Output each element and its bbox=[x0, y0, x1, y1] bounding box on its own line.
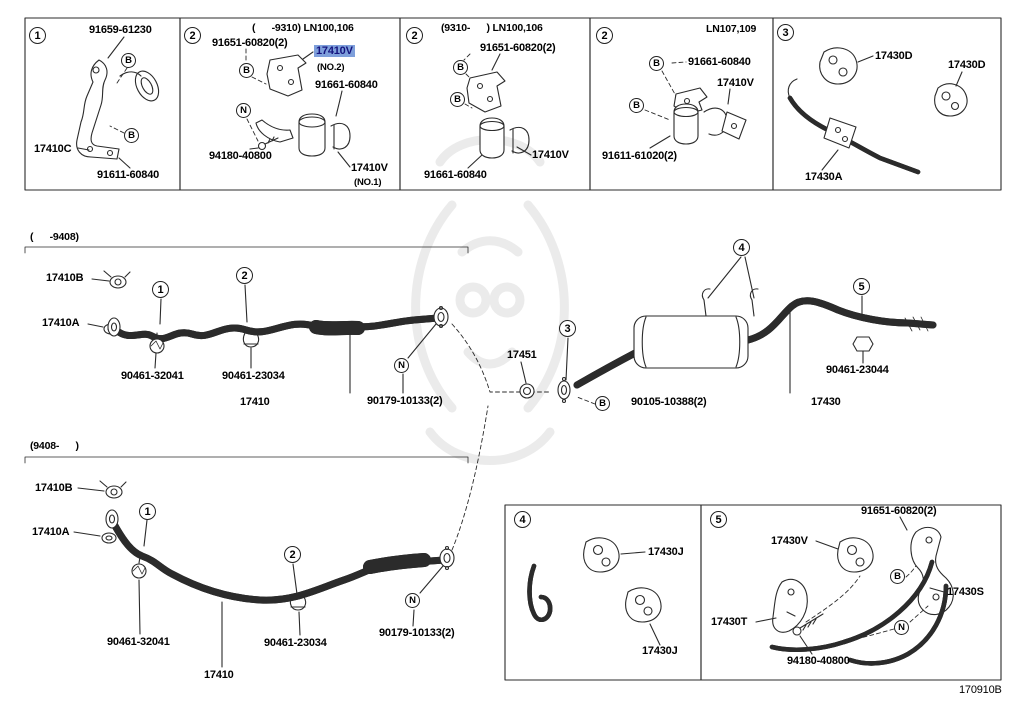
part-number-label[interactable]: 17430V bbox=[771, 535, 808, 547]
model-range-header: ( -9310) LN100,106 bbox=[252, 22, 354, 34]
section-marker-4: 4 bbox=[733, 239, 750, 256]
callout-b-icon: B bbox=[595, 396, 610, 411]
part-number-label[interactable]: 90105-10388(2) bbox=[631, 396, 707, 408]
part-number-label[interactable]: 17430D bbox=[948, 59, 986, 71]
section-marker-1: 1 bbox=[152, 281, 169, 298]
part-number-label[interactable]: 17410V bbox=[532, 149, 569, 161]
section-marker-5: 5 bbox=[710, 511, 727, 528]
section-marker-3: 3 bbox=[559, 320, 576, 337]
part-number-label[interactable]: 17430J bbox=[648, 546, 684, 558]
part-number-label[interactable]: 17430S bbox=[947, 586, 984, 598]
part-number-label[interactable]: 90461-23044 bbox=[826, 364, 889, 376]
callout-b-icon: B bbox=[629, 98, 644, 113]
part-number-label[interactable]: 17430D bbox=[875, 50, 913, 62]
callout-b-icon: B bbox=[890, 569, 905, 584]
panel3-clamp-drawing bbox=[463, 53, 532, 169]
callout-b-icon: B bbox=[450, 92, 465, 107]
part-number-label[interactable]: 91651-60820(2) bbox=[480, 42, 556, 54]
panel5-hanger-drawing bbox=[787, 47, 968, 175]
section-marker-3: 3 bbox=[777, 24, 794, 41]
part-number-label[interactable]: 17410B bbox=[46, 272, 84, 284]
date-range-label: (9408- ) bbox=[30, 440, 79, 452]
panel-borders bbox=[24, 17, 1002, 681]
bottom-exhaust-drawing bbox=[24, 405, 489, 668]
callout-n-icon: N bbox=[236, 103, 251, 118]
callout-n-icon: N bbox=[894, 620, 909, 635]
part-number-label[interactable]: 90461-23034 bbox=[222, 370, 285, 382]
part-number-label[interactable]: 90461-32041 bbox=[107, 636, 170, 648]
part-number-label[interactable]: 17410V bbox=[717, 77, 754, 89]
part-number-label[interactable]: 91611-60840 bbox=[97, 169, 160, 181]
callout-b-icon: B bbox=[239, 63, 254, 78]
part-number-label[interactable]: 17410A bbox=[32, 526, 70, 538]
part-number-label[interactable]: 17430J bbox=[642, 645, 678, 657]
diagram-code: 170910B bbox=[959, 684, 1002, 696]
section-marker-2: 2 bbox=[236, 267, 253, 284]
section-marker-4: 4 bbox=[514, 511, 531, 528]
part-number-label[interactable]: 94180-40800 bbox=[209, 150, 272, 162]
section-marker-2: 2 bbox=[596, 27, 613, 44]
part-number-label[interactable]: 91661-60840 bbox=[688, 56, 751, 68]
section-marker-5: 5 bbox=[853, 278, 870, 295]
part-number-label[interactable]: 17410V bbox=[351, 162, 388, 174]
callout-b-icon: B bbox=[453, 60, 468, 75]
callout-b-icon: B bbox=[121, 53, 136, 68]
panel1-bracket-drawing bbox=[76, 36, 160, 169]
callout-b-icon: B bbox=[124, 128, 139, 143]
part-number-label[interactable]: 90461-32041 bbox=[121, 370, 184, 382]
part-number-label[interactable]: 91651-60820(2) bbox=[861, 505, 937, 517]
model-range-header: LN107,109 bbox=[706, 23, 757, 35]
part-number-label[interactable]: 17430 bbox=[811, 396, 841, 408]
part-number-label[interactable]: 91661-60840 bbox=[424, 169, 487, 181]
part-number-label[interactable]: 17410A bbox=[42, 317, 80, 329]
panel2-clamp-drawing bbox=[245, 48, 351, 168]
part-number-label[interactable]: 94180-40800 bbox=[787, 655, 850, 667]
date-range-label: ( -9408) bbox=[30, 231, 79, 243]
part-number-label-highlighted[interactable]: 17410V bbox=[314, 45, 355, 57]
part-number-label[interactable]: 17410 bbox=[204, 669, 234, 681]
part-number-label[interactable]: 91659-61230 bbox=[89, 24, 152, 36]
part-number-label[interactable]: 17430A bbox=[805, 171, 843, 183]
part-note-label: (NO.1) bbox=[354, 177, 382, 188]
part-number-label[interactable]: 90461-23034 bbox=[264, 637, 327, 649]
part-number-label[interactable]: 17410B bbox=[35, 482, 73, 494]
br-panel5-bracket-drawing bbox=[755, 516, 954, 663]
section-marker-2: 2 bbox=[184, 27, 201, 44]
section-marker-2: 2 bbox=[284, 546, 301, 563]
part-note-label: (NO.2) bbox=[317, 62, 345, 73]
br-panel4-hanger-drawing bbox=[530, 537, 662, 646]
panel4-clamp-drawing bbox=[644, 61, 747, 149]
section-marker-1: 1 bbox=[139, 503, 156, 520]
part-number-label[interactable]: 91661-60840 bbox=[315, 79, 378, 91]
part-number-label[interactable]: 91651-60820(2) bbox=[212, 37, 288, 49]
part-number-label[interactable]: 90179-10133(2) bbox=[367, 395, 443, 407]
section-marker-2: 2 bbox=[406, 27, 423, 44]
watermark-logo bbox=[411, 135, 569, 465]
callout-n-icon: N bbox=[405, 593, 420, 608]
callout-b-icon: B bbox=[649, 56, 664, 71]
callout-n-icon: N bbox=[394, 358, 409, 373]
part-number-label[interactable]: 91611-61020(2) bbox=[602, 150, 677, 162]
part-number-label[interactable]: 17430T bbox=[711, 616, 748, 628]
mid-exhaust-drawing bbox=[24, 246, 937, 405]
part-number-label[interactable]: 17410C bbox=[34, 143, 72, 155]
part-number-label[interactable]: 17410 bbox=[240, 396, 270, 408]
model-range-header: (9310- ) LN100,106 bbox=[441, 22, 543, 34]
part-number-label[interactable]: 90179-10133(2) bbox=[379, 627, 455, 639]
part-number-label[interactable]: 17451 bbox=[507, 349, 537, 361]
section-marker-1: 1 bbox=[29, 27, 46, 44]
